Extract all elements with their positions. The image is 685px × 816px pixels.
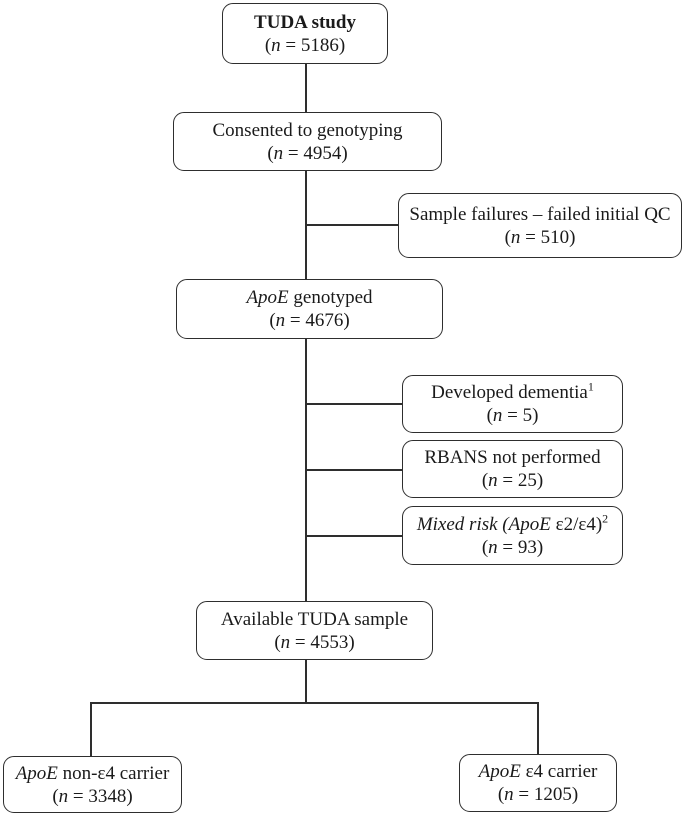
flow-node-sample-failures: Sample failures – failed initial QC (n =…	[398, 193, 682, 258]
flow-node-mixed-risk: Mixed risk (ApoE ε2/ε4)2 (n = 93)	[402, 506, 623, 565]
node-count: (n = 510)	[504, 226, 576, 248]
node-title: Sample failures – failed initial QC	[409, 203, 671, 225]
connector-split-horizontal	[90, 702, 539, 704]
flow-node-apoe-genotyped: ApoE genotyped (n = 4676)	[176, 279, 443, 339]
flow-node-available-tuda-sample: Available TUDA sample (n = 4553)	[196, 601, 433, 660]
footnote-marker-1: 1	[587, 379, 594, 394]
connector-available-to-split	[305, 660, 307, 703]
connector-split-to-non-e4	[90, 702, 92, 756]
node-title: TUDA study	[254, 11, 356, 33]
connector-tuda-to-consented	[305, 64, 307, 112]
node-title: Mixed risk (ApoE ε2/ε4)2	[416, 511, 609, 535]
node-count: (n = 5186)	[264, 34, 346, 56]
node-title: ApoE non-ε4 carrier	[15, 762, 170, 784]
node-count: (n = 3348)	[52, 785, 133, 807]
connector-branch-rbans	[306, 469, 402, 471]
footnote-marker-2: 2	[602, 511, 609, 526]
flow-node-tuda-study: TUDA study (n = 5186)	[222, 3, 388, 64]
flow-node-rbans-not-performed: RBANS not performed (n = 25)	[402, 440, 623, 498]
node-title: Consented to genotyping	[212, 119, 403, 141]
node-title: Available TUDA sample	[220, 608, 409, 630]
node-count: (n = 93)	[481, 536, 544, 558]
flow-node-developed-dementia: Developed dementia1 (n = 5)	[402, 375, 623, 433]
flow-node-consented-genotyping: Consented to genotyping (n = 4954)	[173, 112, 442, 171]
connector-branch-dementia	[306, 403, 402, 405]
flow-node-apoe-non-e4-carrier: ApoE non-ε4 carrier (n = 3348)	[3, 756, 182, 813]
node-count: (n = 4676)	[269, 310, 350, 331]
connector-branch-mixed-risk	[306, 535, 402, 537]
node-count: (n = 4954)	[267, 142, 348, 164]
node-count: (n = 5)	[486, 405, 539, 426]
node-count: (n = 1205)	[497, 784, 579, 805]
node-count: (n = 4553)	[274, 631, 355, 653]
node-title: ApoE ε4 carrier	[478, 761, 598, 782]
connector-split-to-e4	[537, 702, 539, 754]
node-title: Developed dementia1	[431, 379, 594, 403]
flow-node-apoe-e4-carrier: ApoE ε4 carrier (n = 1205)	[459, 754, 617, 812]
node-title: ApoE genotyped	[246, 287, 373, 308]
connector-branch-sample-failures	[306, 224, 398, 226]
node-title: RBANS not performed	[424, 447, 601, 468]
node-count: (n = 25)	[481, 470, 544, 491]
